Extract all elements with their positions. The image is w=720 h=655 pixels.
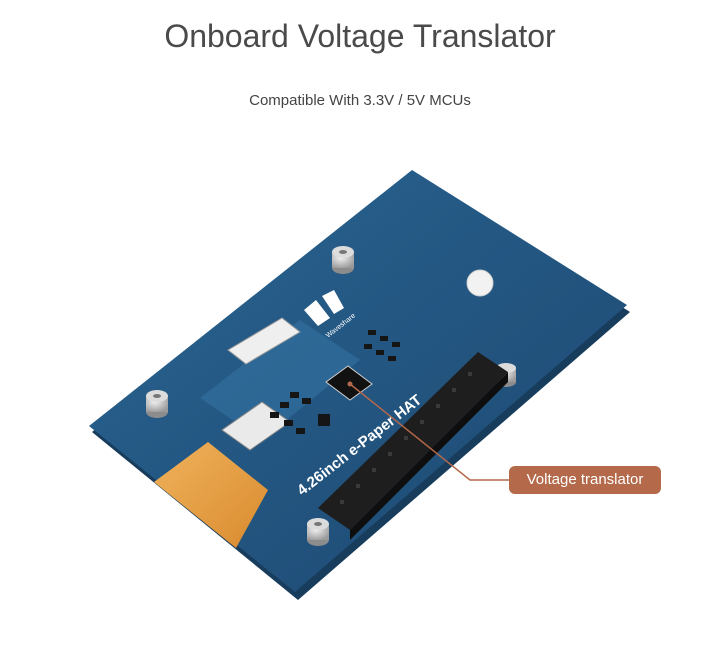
standoff-left xyxy=(146,390,168,418)
qc-sticker xyxy=(466,269,494,297)
fpc-ribbon xyxy=(154,442,268,548)
voltage-translator-callout: Voltage translator xyxy=(509,466,661,494)
silkscreen-area xyxy=(200,320,360,440)
callout-anchor-dot xyxy=(347,381,353,387)
top-connector xyxy=(227,317,301,365)
callout-leader-line xyxy=(349,383,509,481)
gpio-header xyxy=(318,352,508,540)
smd-components xyxy=(270,330,400,434)
standoff-top xyxy=(332,246,354,274)
standoff-bottom xyxy=(307,518,329,546)
waveshare-logo-icon xyxy=(304,290,344,326)
page-subtitle: Compatible With 3.3V / 5V MCUs xyxy=(249,92,471,109)
page-title: Onboard Voltage Translator xyxy=(164,18,556,54)
